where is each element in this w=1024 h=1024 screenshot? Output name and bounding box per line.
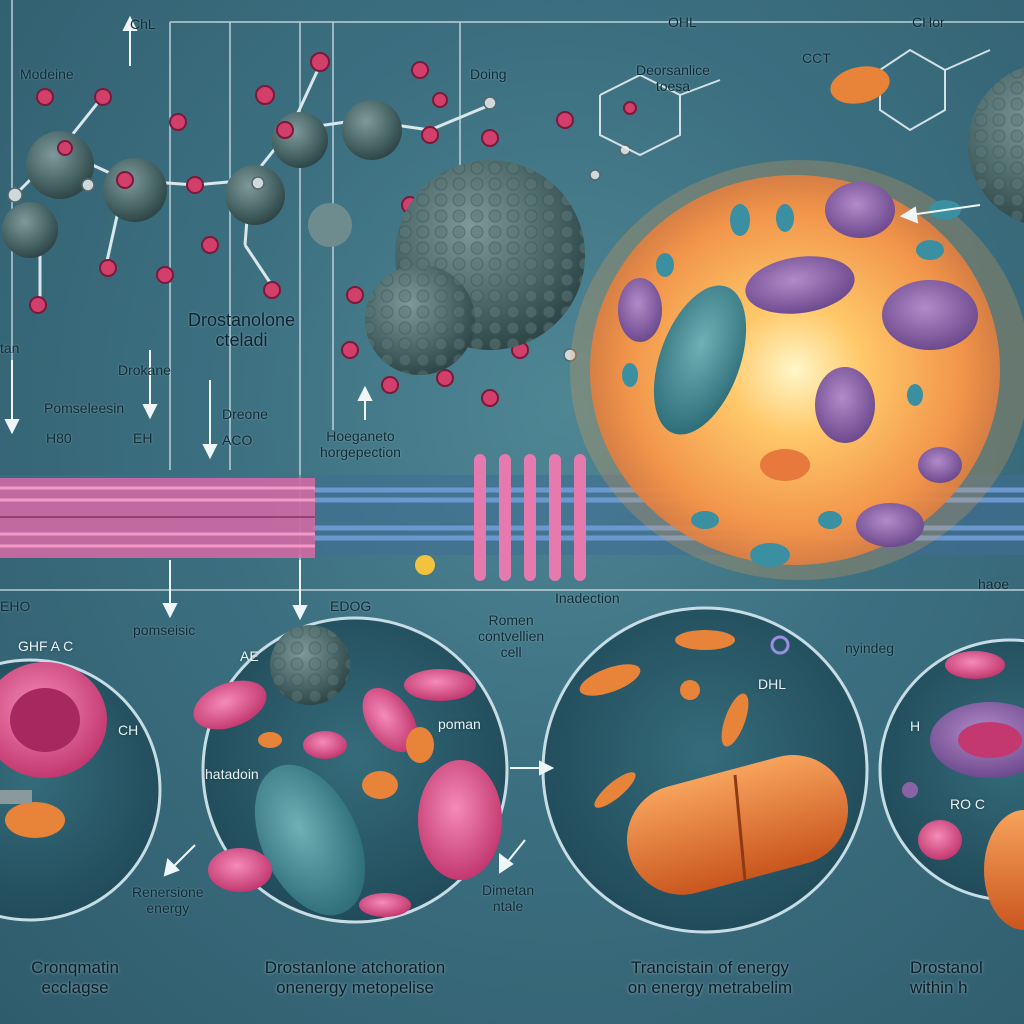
label-eho: EHO xyxy=(0,598,31,614)
label-ghf: GHF A C xyxy=(18,638,74,654)
caption-3: Trancistain of energy on energy metrabel… xyxy=(580,958,840,998)
label-cct: CCT xyxy=(802,50,831,66)
label-chor: CHor xyxy=(912,14,945,30)
label-ae: AE xyxy=(240,648,259,664)
label-drostanolone-cteladi: Drostanolone cteladi xyxy=(188,310,296,350)
label-deorsantice: Deorsanlice toesa xyxy=(636,62,710,94)
detail-circle-1 xyxy=(0,658,162,922)
label-hatadom: hatadoin xyxy=(205,766,259,782)
caption-1: Cronqmatin ecclagse xyxy=(0,958,150,998)
label-aco: ACO xyxy=(222,432,253,448)
label-ch: CH xyxy=(118,722,139,738)
label-renersione: Renersione energy xyxy=(132,884,204,916)
label-h: H xyxy=(910,718,921,734)
caption-3-line2: on energy metrabelim xyxy=(627,978,793,997)
glowing-cell xyxy=(570,66,1024,580)
label-doing: Doing xyxy=(470,66,507,82)
caption-4: Drostanol within h xyxy=(910,958,1024,998)
label-pomseless: Pomseleesin xyxy=(44,400,125,416)
label-chl: ChL xyxy=(130,16,156,32)
caption-2: Drostanlone atchoration onenergy metopel… xyxy=(210,958,500,998)
label-module: Modeine xyxy=(20,66,74,82)
caption-4-line2: within h xyxy=(910,978,968,997)
label-pomseisic: pomseisic xyxy=(133,622,196,638)
label-dhl: DHL xyxy=(758,676,787,692)
caption-1-line2: ecclagse xyxy=(41,978,109,997)
caption-3-line1: Trancistain of energy xyxy=(630,958,790,977)
sphere-top-right xyxy=(968,67,1024,223)
caption-2-line2: onenergy metopelise xyxy=(276,978,434,997)
detail-circle-3 xyxy=(541,606,869,934)
label-romen-cell: Romen contvellien cell xyxy=(478,612,545,660)
label-nyindeg: nyindeg xyxy=(845,640,895,656)
detail-circle-2 xyxy=(193,616,509,924)
label-ohl: OHL xyxy=(668,14,697,30)
label-inadection: Inadection xyxy=(555,590,620,606)
chemical-skeleton xyxy=(599,48,991,157)
label-hoeganto: Hoeganeto horgepection xyxy=(320,428,401,460)
label-edog: EDOG xyxy=(330,598,372,614)
label-ro: RO C xyxy=(950,796,985,812)
label-haoe: haoe xyxy=(978,576,1010,592)
label-dimetan: Dimetan ntale xyxy=(482,882,535,914)
caption-4-line1: Drostanol xyxy=(910,958,983,977)
label-poman: poman xyxy=(438,716,481,732)
label-dreone: Dreone xyxy=(222,406,268,422)
molecule-spheres xyxy=(2,100,402,258)
membrane-channel xyxy=(474,454,586,581)
label-h80: H80 xyxy=(46,430,72,446)
label-eh: EH xyxy=(133,430,153,446)
label-tan: tan xyxy=(0,340,20,356)
detail-circle-4 xyxy=(878,638,1024,930)
caption-1-line1: Cronqmatin xyxy=(31,958,119,977)
label-drokane: Drokane xyxy=(118,362,171,378)
protein-sphere xyxy=(365,160,585,375)
arrows xyxy=(4,15,981,877)
caption-2-line1: Drostanlone atchoration xyxy=(264,958,446,977)
